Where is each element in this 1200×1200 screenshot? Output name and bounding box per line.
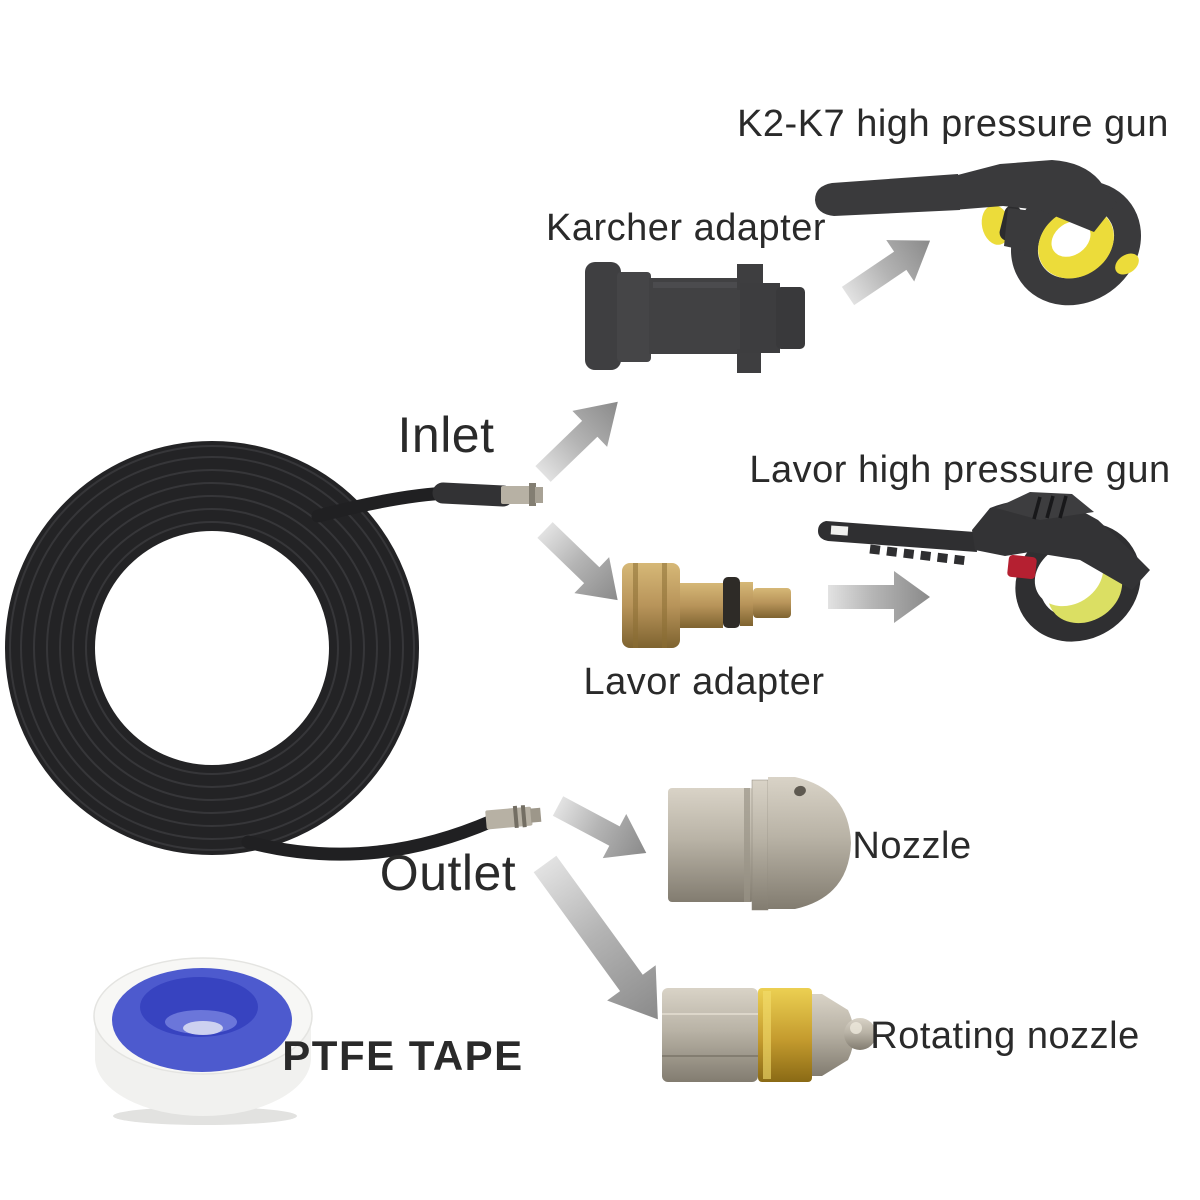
lance-hole [830,525,849,536]
hose-coil-strands [9,445,415,851]
outlet-fitting [485,806,533,830]
rotating-nozzle-cone [822,994,854,1076]
lavor-gun-body [972,499,1150,590]
arrow-outlet-to-rotating-nozzle-icon [533,855,658,1020]
label-rotating-nozzle: Rotating nozzle [870,1015,1140,1057]
label-karcher-adapter: Karcher adapter [546,207,826,249]
arrow-inlet-to-karcher-adapter-icon [535,401,618,482]
adapter-o-ring [723,577,740,628]
label-ptfe-tape: PTFE TAPE [282,1032,524,1079]
arrow-lavor-adapter-to-gun-icon [828,571,930,623]
inlet-fitting [501,486,531,504]
adapter-tip [753,588,791,618]
k2k7-gun-illustration [815,160,1142,306]
label-lavor-adapter: Lavor adapter [583,661,825,703]
adapter-brass-cap [622,563,680,648]
rotating-nozzle-hex-body [662,988,758,1082]
arrow-karcher-adapter-to-gun-icon [841,240,931,306]
hose-coil-illustration [5,441,543,861]
gun-handle-yellow-nub [1115,253,1139,275]
karcher-adapter-illustration [585,262,805,373]
gun-barrel [815,174,960,216]
fin-vent-slots [1032,495,1068,520]
rotating-nozzle-illustration [662,988,876,1082]
lavor-gun-fin [996,492,1094,520]
label-outlet: Outlet [379,845,517,901]
lavor-gun-illustration [818,492,1150,642]
arrow-outlet-to-nozzle-icon [552,796,647,859]
adapter-flange [585,262,621,370]
ptfe-tape-illustration [93,957,313,1125]
nozzle-dome [768,777,851,909]
label-lavor-gun: Lavor high pressure gun [749,449,1171,491]
label-inlet: Inlet [397,407,495,463]
label-k2k7-gun: K2-K7 high pressure gun [737,103,1169,145]
hose-coil [5,441,419,855]
gun-receiver [950,160,1117,232]
label-nozzle: Nozzle [852,825,972,867]
nozzle-jet-hole [794,785,806,797]
nozzle-illustration [668,777,851,911]
nozzle-body [668,788,754,902]
rotating-nozzle-gold-band [758,988,812,1082]
lance-teeth [869,544,969,566]
lavor-adapter-illustration [622,563,791,648]
adapter-body [649,278,741,354]
arrow-inlet-to-lavor-adapter-icon [537,522,618,601]
outlet-hose-end [241,805,542,861]
tape-shadow [113,1107,297,1125]
lavor-gun-trigger-red [1007,554,1037,580]
lavor-gun-lance [818,521,977,552]
inlet-hose-end [311,482,543,523]
